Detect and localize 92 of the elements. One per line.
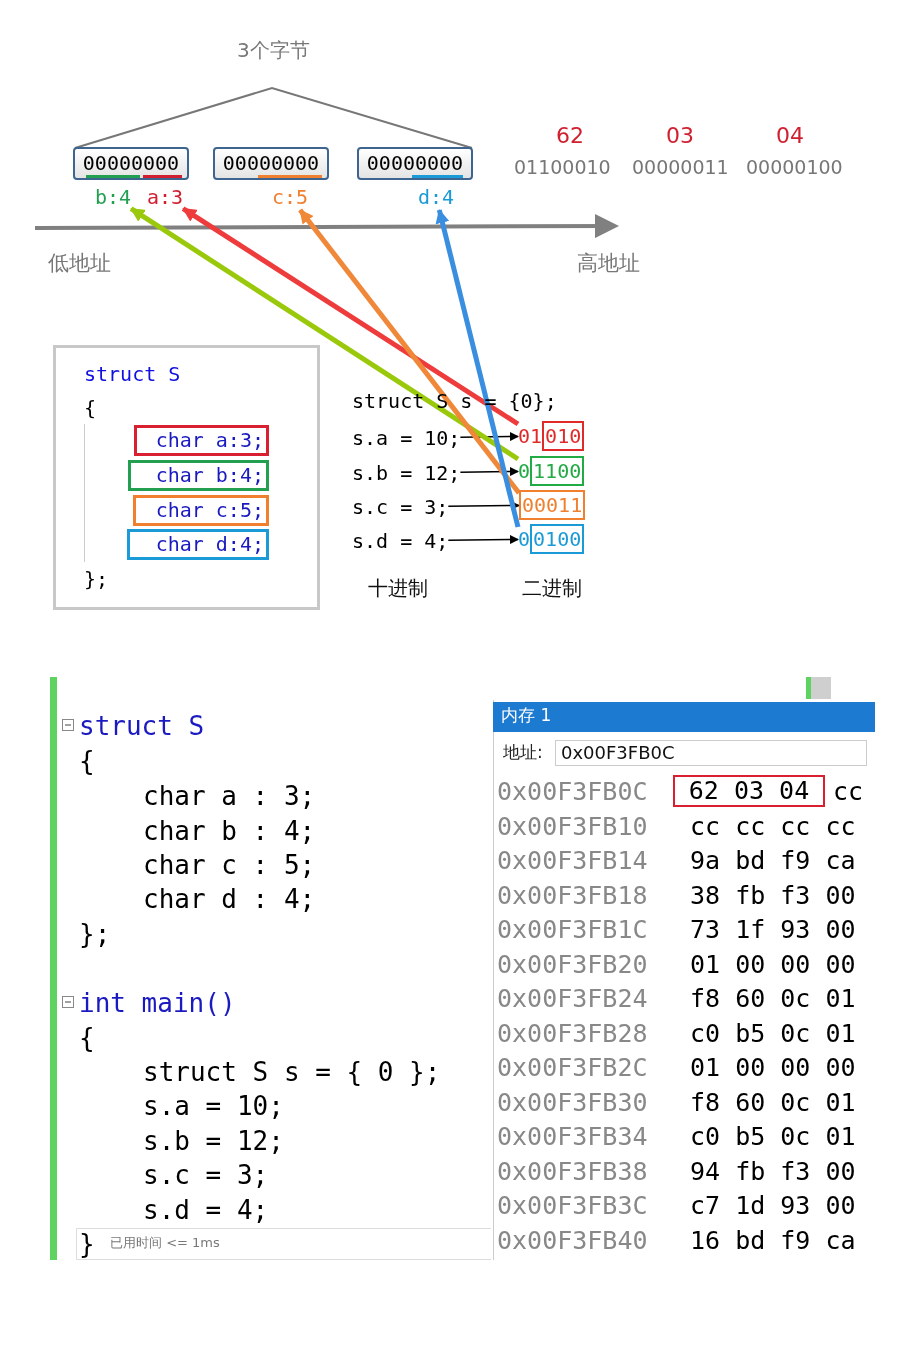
arrow [447, 535, 519, 545]
memory-bytes: 01 00 00 00 [690, 948, 856, 980]
highlight-box: 00011 [519, 490, 586, 520]
field-label: 地址: [503, 742, 543, 763]
code-line: }; [84, 566, 109, 593]
code-line: char b : 4; [143, 815, 316, 848]
memory-address: 0x00F3FB38 [497, 1155, 648, 1187]
hex-value: 04 [776, 122, 804, 150]
column-label: 二进制 [522, 576, 582, 601]
highlight-box: 62 03 04 [673, 775, 825, 807]
arrow [298, 208, 521, 495]
status-text: 已用时间 <= 1ms [110, 1235, 220, 1251]
binary-digits: 0 [518, 458, 531, 485]
binary-digits: 01 [518, 423, 543, 450]
memory-bytes: 01 00 00 00 [690, 1052, 856, 1083]
memory-bytes: f8 60 0c 01 [690, 1086, 856, 1118]
highlight-box: char b:4; [128, 460, 269, 491]
axis-label: 高地址 [577, 250, 640, 276]
code-panel [53, 345, 320, 610]
code-line: struct S [84, 361, 181, 388]
memory-address: 0x00F3FB20 [497, 948, 648, 980]
memory-bytes: f8 60 0c 01 [690, 983, 856, 1014]
arrow [459, 467, 519, 477]
memory-address: 0x00F3FB2C [497, 1052, 648, 1083]
memory-byte: cc [833, 776, 864, 807]
code-line: { [79, 745, 95, 778]
highlight-box: char d:4; [127, 529, 269, 560]
field-label: b:4 [95, 184, 132, 210]
highlight-box: char a:3; [134, 425, 269, 456]
highlight-box: 010 [542, 421, 585, 451]
code-line: s.d = 4; [143, 1194, 269, 1227]
memory-bytes: 94 fb f3 00 [690, 1155, 856, 1187]
address-field: 0x00F3FB0C [555, 740, 867, 766]
code-line: char d : 4; [143, 883, 316, 916]
column-label: 十进制 [368, 576, 428, 601]
code-line: s.b = 12; [143, 1125, 284, 1158]
memory-address: 0x00F3FB0C [497, 776, 648, 807]
highlight-box: 0100 [530, 524, 585, 554]
memory-bytes: cc cc cc cc [690, 810, 856, 842]
highlight-box: char c:5; [133, 495, 269, 526]
memory-address: 0x00F3FB18 [497, 879, 648, 911]
code-line: { [84, 395, 97, 422]
memory-bytes: c7 1d 93 00 [690, 1190, 856, 1221]
field-label: c:5 [272, 184, 309, 210]
binary-digits: 0 [518, 526, 531, 553]
hex-value: 03 [666, 122, 694, 150]
memory-address: 0x00F3FB30 [497, 1086, 648, 1118]
window-title: 内存 1 [501, 705, 552, 726]
memory-bytes: c0 b5 0c 01 [690, 1121, 856, 1152]
byte-box: 00000000 [213, 147, 329, 180]
axis-label: 低地址 [48, 250, 111, 276]
code-line: struct S [79, 710, 205, 743]
memory-bytes: c0 b5 0c 01 [690, 1017, 856, 1049]
code-line: }; [79, 918, 111, 951]
memory-bytes: 16 bd f9 ca [690, 1224, 856, 1256]
hex-value: 62 [556, 122, 584, 150]
code-line: struct S s = { 0 }; [143, 1056, 441, 1089]
code-line: int main() [79, 987, 236, 1020]
arrow [459, 432, 519, 442]
byte-box: 00000000 [357, 147, 473, 180]
memory-bytes: 38 fb f3 00 [690, 879, 856, 911]
code-line: s.d = 4; [352, 527, 449, 555]
highlight-box: 1100 [530, 456, 585, 486]
heading-text: 3个字节 [237, 38, 310, 63]
binary-value: 01100010 [514, 155, 611, 179]
code-line: char c : 5; [143, 849, 316, 882]
field-label: a:3 [147, 184, 184, 210]
arrow [129, 206, 520, 462]
memory-address: 0x00F3FB24 [497, 983, 648, 1014]
code-line: s.a = 10; [143, 1090, 284, 1123]
code-line: { [79, 1022, 95, 1055]
code-line: char a : 3; [143, 780, 316, 813]
memory-bytes: 9a bd f9 ca [690, 845, 856, 876]
memory-address: 0x00F3FB40 [497, 1224, 648, 1256]
code-line: s.c = 3; [352, 493, 449, 521]
arrow [435, 209, 521, 528]
memory-address: 0x00F3FB34 [497, 1121, 648, 1152]
code-line: s.a = 10; [352, 424, 461, 452]
code-line: s.c = 3; [143, 1159, 269, 1192]
memory-address: 0x00F3FB10 [497, 810, 648, 842]
byte-box: 00000000 [73, 147, 189, 180]
code-line: } [79, 1228, 95, 1261]
arrow [181, 206, 520, 427]
memory-address: 0x00F3FB1C [497, 914, 648, 945]
memory-address: 0x00F3FB28 [497, 1017, 648, 1049]
memory-address: 0x00F3FB3C [497, 1190, 648, 1221]
field-label: d:4 [418, 184, 455, 210]
code-line: s.b = 12; [352, 459, 461, 487]
binary-value: 00000100 [746, 155, 843, 179]
memory-address: 0x00F3FB14 [497, 845, 648, 876]
binary-value: 00000011 [632, 155, 729, 179]
memory-bytes: 73 1f 93 00 [690, 914, 856, 945]
